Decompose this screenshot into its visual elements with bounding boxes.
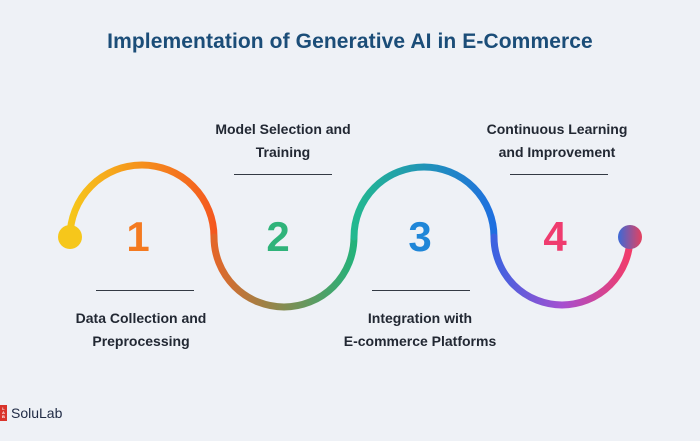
- step-2-label: Model Selection and Training: [190, 118, 376, 164]
- wave-segment-1: [66, 161, 218, 241]
- brand-name: SoluLab: [11, 405, 63, 421]
- step-3-label-line2: E-commerce Platforms: [343, 333, 497, 349]
- step-3-divider: [372, 290, 470, 291]
- step-3-label: Integration with E-commerce Platforms: [320, 307, 520, 353]
- step-3-number: 3: [408, 213, 432, 260]
- end-dot: [618, 225, 642, 249]
- wave-segment-4: [490, 233, 634, 309]
- step-2-label-line2: Training: [255, 144, 311, 160]
- step-2-divider: [234, 174, 332, 175]
- step-3-label-line1: Integration with: [367, 310, 473, 326]
- step-4-divider: [510, 174, 608, 175]
- start-dot: [58, 225, 82, 249]
- wave-segment-2: [210, 233, 358, 311]
- step-1-label: Data Collection and Preprocessing: [48, 307, 234, 353]
- step-2-number: 2: [266, 213, 290, 260]
- wave-segment-3: [350, 163, 498, 241]
- step-1-label-line1: Data Collection and: [75, 310, 207, 326]
- step-1-divider: [96, 290, 194, 291]
- step-1-label-line2: Preprocessing: [92, 333, 190, 349]
- step-4-label-line2: and Improvement: [498, 144, 616, 160]
- page-title: Implementation of Generative AI in E-Com…: [107, 30, 593, 53]
- step-1-number: 1: [126, 213, 150, 260]
- step-4-label-line1: Continuous Learning: [486, 121, 628, 137]
- step-2-label-line1: Model Selection and: [215, 121, 351, 137]
- step-4-number: 4: [543, 213, 567, 260]
- step-4-label: Continuous Learning and Improvement: [464, 118, 650, 164]
